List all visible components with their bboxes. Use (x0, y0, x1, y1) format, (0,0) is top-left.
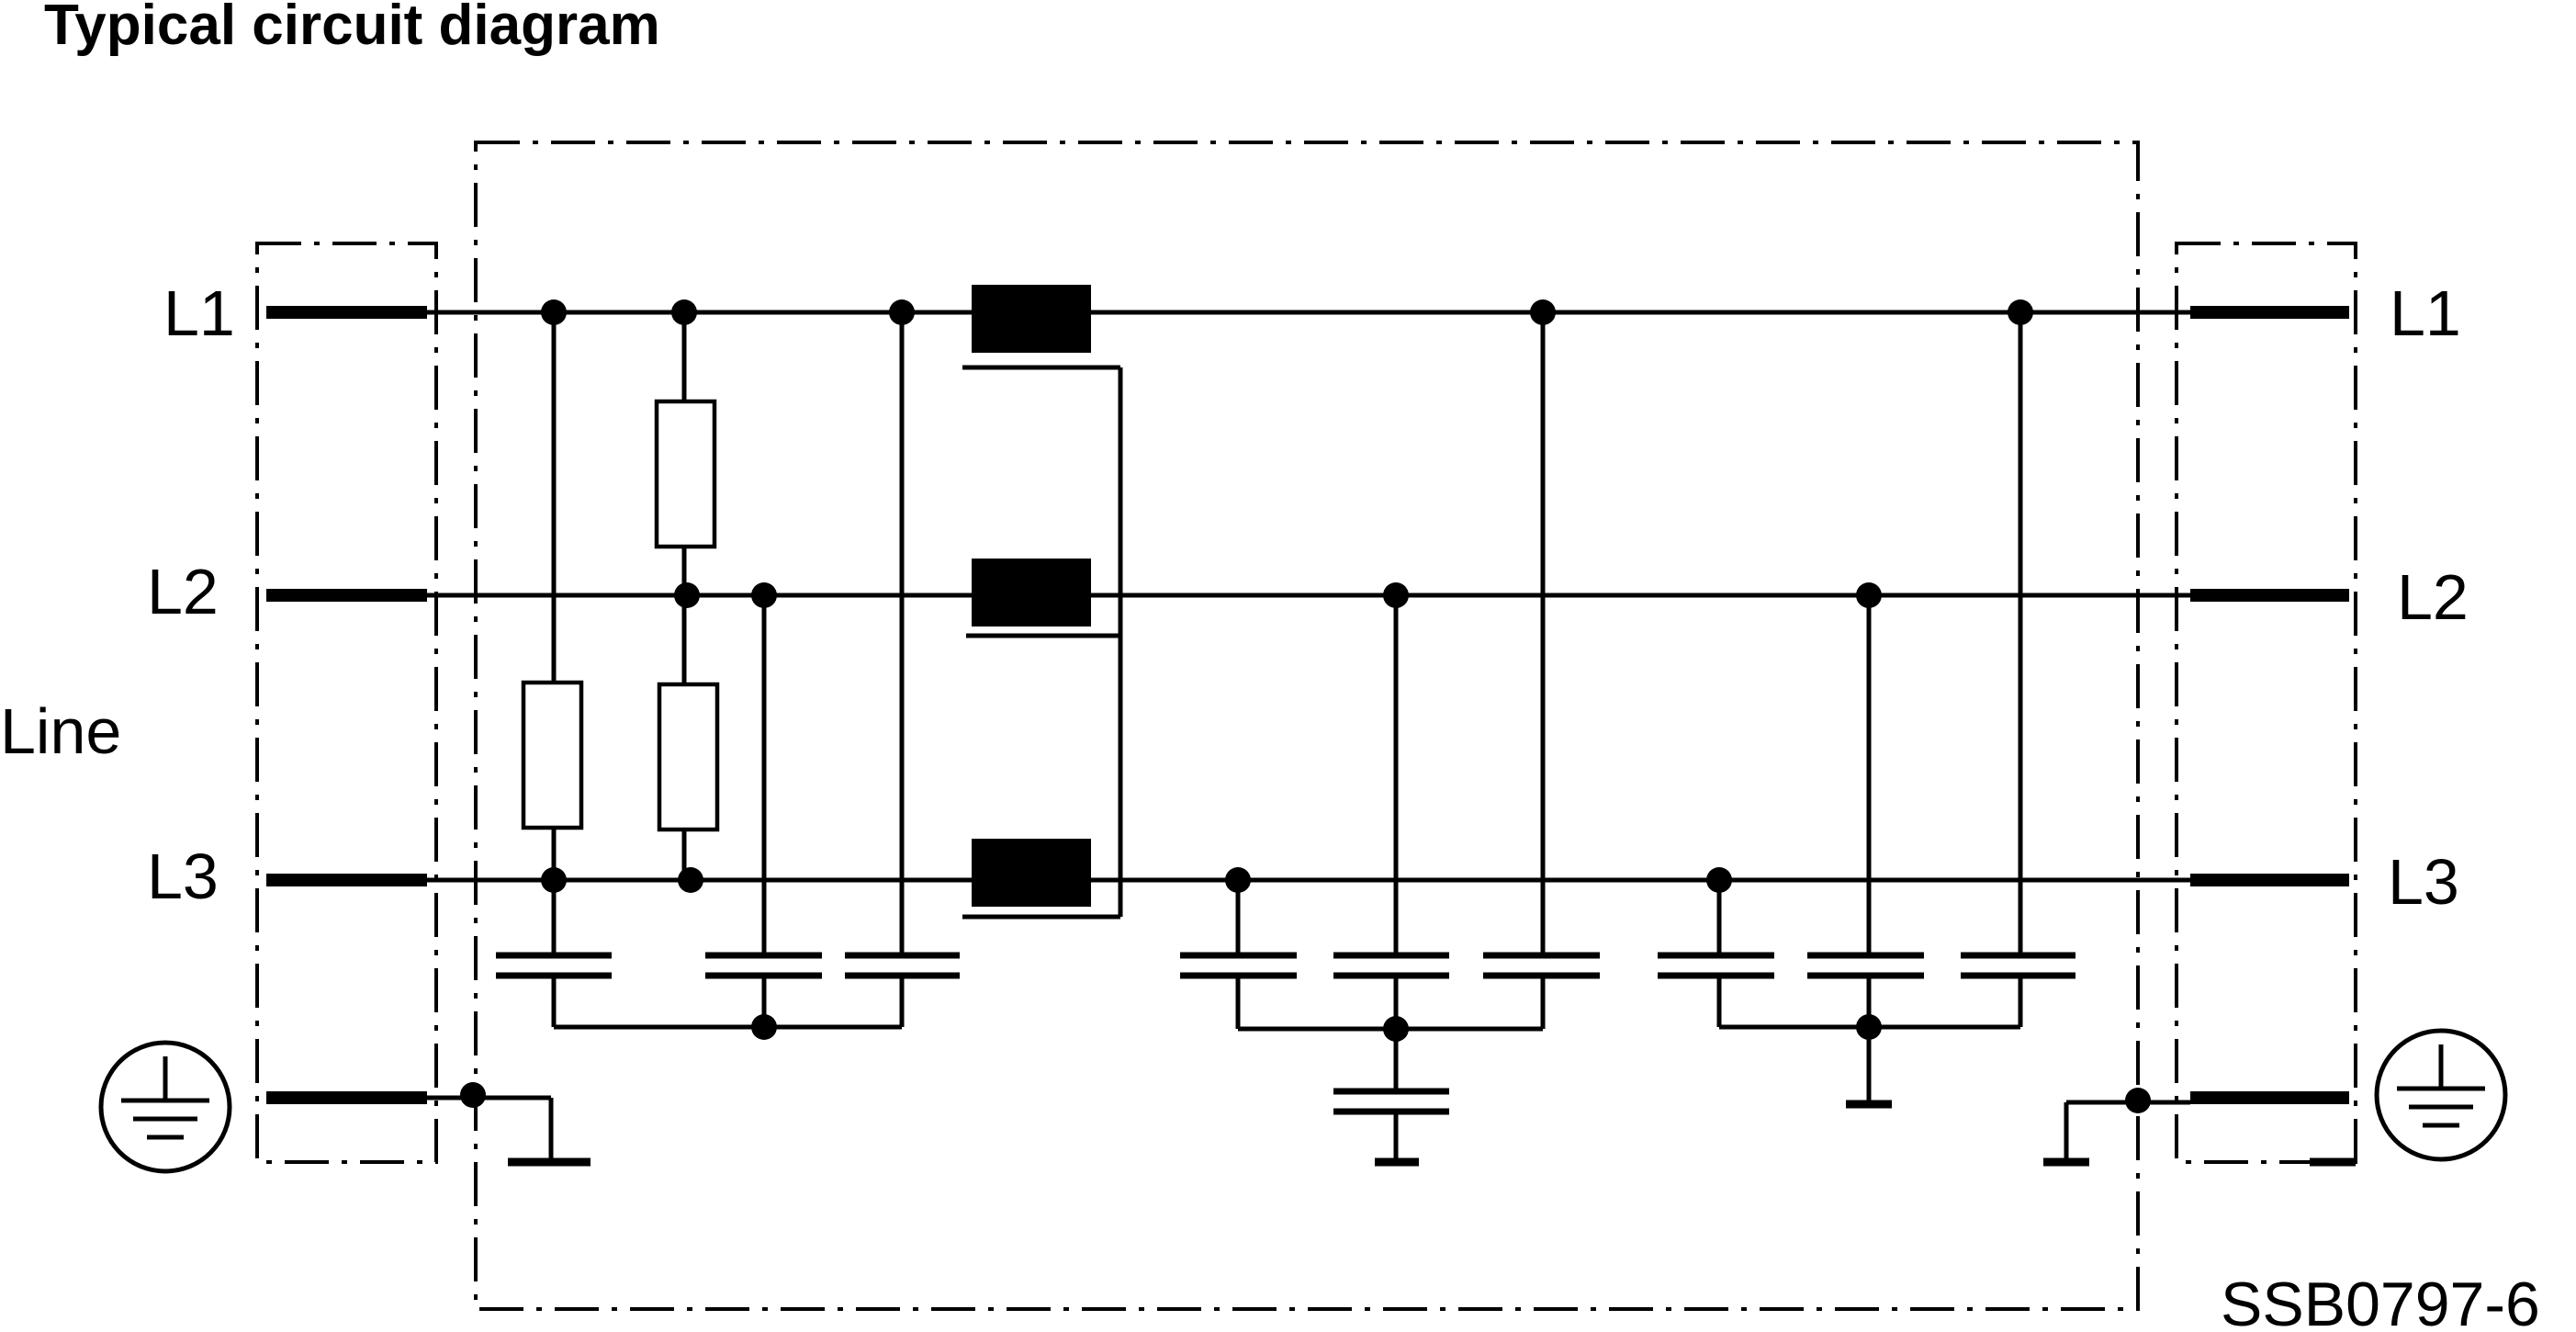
label-l3-right: L3 (2388, 846, 2459, 918)
label-l2-left: L2 (147, 556, 219, 627)
right-terminals (2190, 306, 2349, 1104)
node (889, 299, 915, 325)
node (1856, 582, 1882, 608)
node (678, 867, 703, 893)
label-l1-right: L1 (2390, 277, 2461, 349)
node (751, 1014, 777, 1040)
node (460, 1082, 486, 1108)
protective-earth-icon (2374, 1028, 2508, 1162)
node (541, 867, 567, 893)
label-l1-left: L1 (163, 277, 235, 349)
label-l3-left: L3 (147, 841, 219, 912)
label-l2-right: L2 (2397, 561, 2469, 633)
left-terminal-block (255, 242, 438, 1164)
right-terminal-block (2175, 242, 2357, 1164)
junction-nodes (460, 299, 2151, 1113)
left-terminals (266, 306, 427, 1104)
label-line: Line (0, 695, 121, 767)
choke-winding-l1 (972, 285, 1091, 353)
node (1706, 867, 1732, 893)
node (2008, 299, 2033, 325)
node (541, 299, 567, 325)
resistor-l2-l3 (657, 682, 720, 832)
resistor-l1-l2 (654, 399, 717, 549)
node (671, 299, 697, 325)
node (1856, 1014, 1882, 1040)
node (1383, 1016, 1409, 1042)
input-capacitor-bank (496, 312, 960, 1030)
node (1530, 299, 1556, 325)
diagram-title: Typical circuit diagram (44, 0, 660, 57)
output-capacitor-bank-b (1658, 312, 2075, 1109)
node (2125, 1088, 2151, 1113)
node (1225, 867, 1251, 893)
pe-connections (427, 1095, 2356, 1167)
figure-code: SSB0797-6 (2221, 1270, 2540, 1332)
node (1383, 582, 1409, 608)
node (674, 582, 700, 608)
node (751, 582, 777, 608)
choke-winding-l2 (972, 559, 1091, 626)
choke-winding-l3 (972, 839, 1091, 907)
common-mode-choke (962, 285, 1123, 920)
resistor-l1-l3 (521, 680, 584, 830)
main-enclosure (474, 141, 2140, 1311)
protective-earth-icon (98, 1040, 232, 1174)
